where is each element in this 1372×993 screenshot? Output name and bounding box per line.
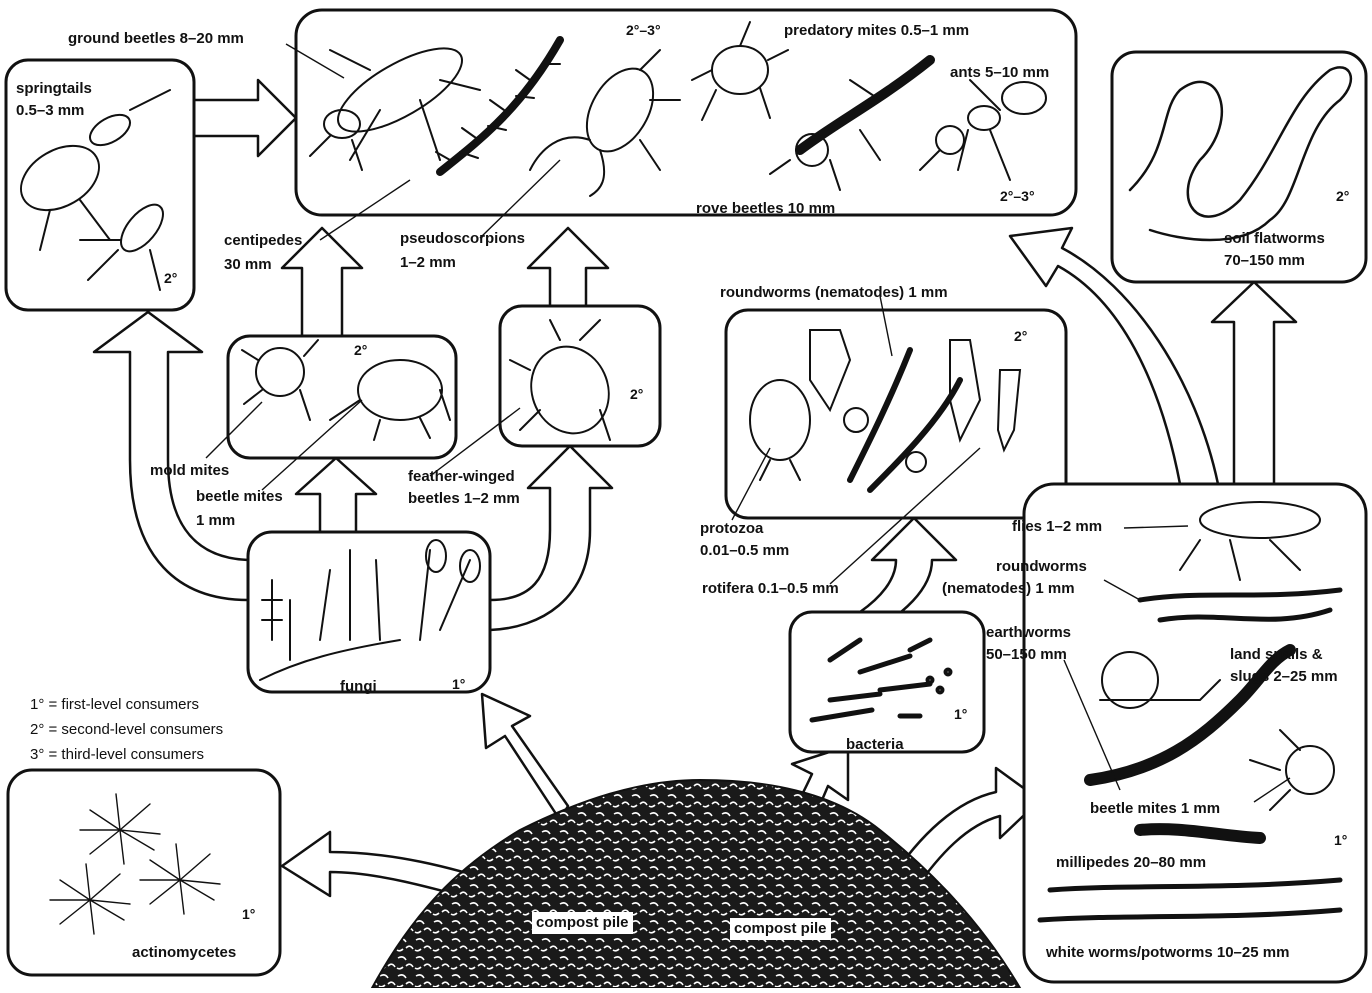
box-bacteria [790,612,984,752]
legend-first-level: 1° = first-level consumers [30,694,199,716]
label-springtails: springtails [16,78,92,100]
label-feather-winged: feather-winged [408,466,515,488]
label-pseudoscorpions-size: 1–2 mm [400,252,456,274]
level-flatworms: 2° [1336,188,1349,204]
label-ground-beetles: ground beetles 8–20 mm [68,28,244,50]
label-earthworms: earthworms [986,622,1071,644]
label-protozoa-size: 0.01–0.5 mm [700,540,789,562]
compost-mound [372,780,1020,988]
box-fungi [248,532,490,692]
label-bacteria: bacteria [846,734,904,756]
label-beetle-mites-fauna: beetle mites 1 mm [1090,798,1220,820]
legend-second-level: 2° = second-level consumers [30,719,223,741]
label-earthworms-size: 50–150 mm [986,644,1067,666]
level-fungi: 1° [452,676,465,692]
label-compost-pile-left: compost pile [532,912,633,934]
label-white-worms: white worms/potworms 10–25 mm [1046,942,1289,964]
label-pseudoscorpions: pseudoscorpions [400,228,525,250]
label-mold-mites: mold mites [150,460,229,482]
label-predatory-mites: predatory mites 0.5–1 mm [784,20,969,42]
label-millipedes: millipedes 20–80 mm [1056,852,1206,874]
level-fauna: 1° [1334,832,1347,848]
box-mites [228,336,456,458]
label-protozoa: protozoa [700,518,763,540]
level-mites: 2° [354,342,367,358]
label-land-snails-size: slugs 2–25 mm [1230,666,1338,688]
arrow-feather-to-predators [528,228,608,306]
arrow-springtails-to-predators [194,80,296,156]
label-land-snails: land snails & [1230,644,1323,666]
label-rove-beetles: rove beetles 10 mm [696,198,835,220]
level-top-left: 2°–3° [626,22,661,38]
label-roundworms: roundworms [996,556,1087,578]
label-feather-winged-size: beetles 1–2 mm [408,488,520,510]
level-top-right: 2°–3° [1000,188,1035,204]
label-roundworms-micro: roundworms (nematodes) 1 mm [720,282,948,304]
legend-third-level: 3° = third-level consumers [30,744,204,766]
level-actinomycetes: 1° [242,906,255,922]
label-soil-flatworms-size: 70–150 mm [1224,250,1305,272]
arrow-compost-to-fungi [482,694,568,820]
label-beetle-mites: beetle mites [196,486,283,508]
label-fungi: fungi [340,676,377,698]
level-bacteria: 1° [954,706,967,722]
level-micro: 2° [1014,328,1027,344]
label-compost-pile-right: compost pile [730,918,831,940]
level-feather-winged: 2° [630,386,643,402]
label-actinomycetes: actinomycetes [132,942,236,964]
label-ants: ants 5–10 mm [950,62,1049,84]
arrow-fauna-to-flatworms [1212,282,1296,484]
label-soil-flatworms: soil flatworms [1224,228,1325,250]
label-rotifera: rotifera 0.1–0.5 mm [702,578,839,600]
label-flies: flies 1–2 mm [1012,516,1102,538]
arrow-fungi-to-springtails [94,312,248,600]
label-roundworms-size: (nematodes) 1 mm [942,578,1075,600]
level-springtails: 2° [164,270,177,286]
label-beetle-mites-size: 1 mm [196,510,235,532]
label-centipedes: centipedes [224,230,302,252]
arrow-fungi-to-mites [296,458,376,540]
label-centipedes-size: 30 mm [224,254,272,276]
label-springtails-size: 0.5–3 mm [16,100,84,122]
compost-pile [372,780,1020,988]
